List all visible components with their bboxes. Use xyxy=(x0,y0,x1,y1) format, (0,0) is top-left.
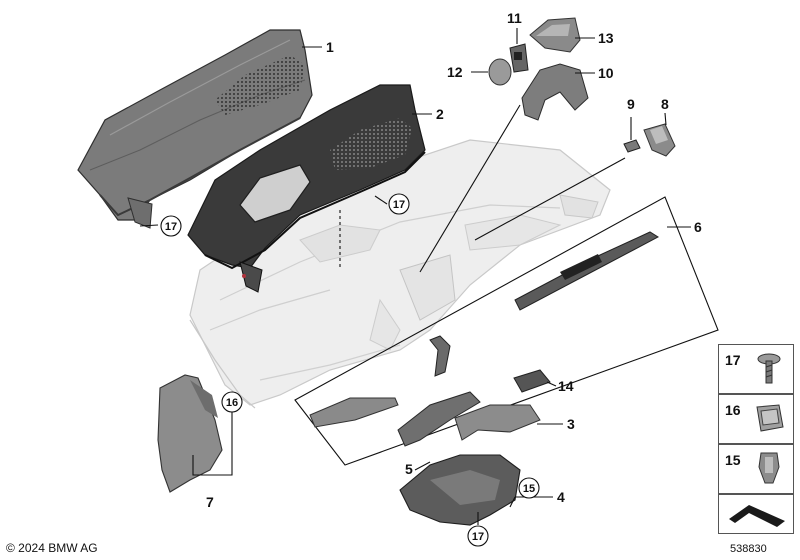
bracket-14 xyxy=(513,369,551,393)
callout-6: 6 xyxy=(694,219,702,235)
callout-1: 1 xyxy=(326,39,334,55)
callout-2: 2 xyxy=(436,106,444,122)
circled-callouts: 15 16 17 17 17 xyxy=(160,193,540,547)
callout-8: 8 xyxy=(661,96,669,112)
clip-nut-icon xyxy=(756,404,784,432)
legend-item-16: 16 xyxy=(718,394,794,444)
circle-callout-17-mid: 17 xyxy=(393,199,405,211)
trim-strip-right xyxy=(514,231,660,311)
legend-number-17: 17 xyxy=(725,352,741,368)
trim-strips-frame xyxy=(294,196,719,466)
legend-item-17: 17 xyxy=(718,344,794,394)
callout-14: 14 xyxy=(558,378,574,394)
dashboard-carrier xyxy=(189,139,611,409)
callout-13: 13 xyxy=(598,30,614,46)
steering-trim-13 xyxy=(529,17,581,53)
callout-11: 11 xyxy=(507,10,522,26)
legend-number-15: 15 xyxy=(725,452,741,468)
legend-item-spacer xyxy=(718,494,794,534)
trim-strip-left xyxy=(309,397,399,428)
spacer-shape-icon xyxy=(729,505,785,527)
legend-number-16: 16 xyxy=(725,402,741,418)
legend-item-15: 15 xyxy=(718,444,794,494)
lower-panel-4 xyxy=(399,454,521,526)
steering-trim-10 xyxy=(521,63,589,121)
trim-strip-center xyxy=(429,335,451,377)
callout-9: 9 xyxy=(627,96,635,112)
callout-12: 12 xyxy=(447,64,463,80)
leader-lines xyxy=(139,28,691,525)
circle-callout-17-bottom: 17 xyxy=(472,531,484,543)
trim-cap-8 xyxy=(643,123,676,157)
trim-clip-9 xyxy=(623,139,641,153)
steering-trim-11 xyxy=(509,43,529,73)
steering-trim-12 xyxy=(488,58,512,86)
callout-4: 4 xyxy=(557,489,565,505)
callout-labels: 1 2 3 4 5 6 7 8 9 10 11 12 13 14 xyxy=(206,10,702,510)
knee-trim-3 xyxy=(454,404,541,441)
knee-trim-5 xyxy=(397,391,481,447)
circle-callout-17-left: 17 xyxy=(165,221,177,233)
copyright-text: © 2024 BMW AG xyxy=(6,541,98,555)
circle-callout-15: 15 xyxy=(523,483,535,495)
screw-icon xyxy=(757,353,781,384)
dashboard-trim-upper-front xyxy=(187,84,426,293)
diagram-id: 538830 xyxy=(730,543,767,555)
callout-5: 5 xyxy=(405,461,413,477)
side-panel-7 xyxy=(157,374,223,493)
callout-7: 7 xyxy=(206,494,214,510)
callout-3: 3 xyxy=(567,416,575,432)
callout-10: 10 xyxy=(598,65,614,81)
dashboard-trim-upper-rear xyxy=(77,29,313,229)
circle-callout-16: 16 xyxy=(226,397,238,409)
spring-clip-icon xyxy=(758,452,780,484)
